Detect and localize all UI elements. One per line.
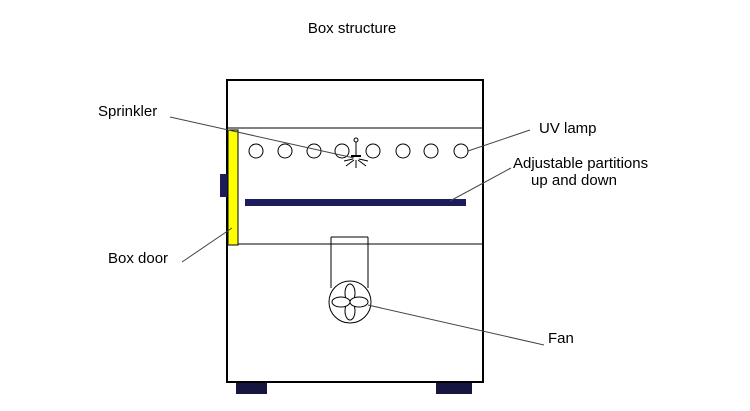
sprinkler-leader-line [169, 116, 355, 159]
fan-label: Fan [548, 330, 574, 347]
uv-lamp-leader-line [467, 129, 531, 152]
uv-lamp-2 [277, 143, 293, 159]
box-door-leader-line [181, 227, 233, 263]
left-foot [236, 381, 267, 394]
adjustable-partition [245, 199, 466, 206]
uv-lamp-3 [306, 143, 322, 159]
fan-housing [330, 236, 369, 288]
diagram-title: Box structure [308, 20, 396, 37]
uv-lamp-6 [395, 143, 411, 159]
sprinkler-label: Sprinkler [98, 103, 157, 120]
uv-lamp-1 [248, 143, 264, 159]
fan-icon [328, 280, 372, 324]
right-foot [436, 381, 472, 394]
uv-lamp-icon [248, 143, 469, 159]
uv-lamp-8 [453, 143, 469, 159]
partitions-label-line2: up and down [531, 172, 617, 189]
fan-leader-line [367, 304, 545, 346]
partitions-label-line1: Adjustable partitions [513, 155, 648, 172]
partition-leader-line [449, 167, 512, 202]
uv-lamp-5 [365, 143, 381, 159]
uv-lamp-4 [334, 143, 350, 159]
box-door [227, 129, 239, 246]
uv-lamp-label: UV lamp [539, 120, 597, 137]
sprinkler-icon [343, 137, 369, 168]
box-door-label: Box door [108, 250, 168, 267]
uv-lamp-7 [423, 143, 439, 159]
door-handle [220, 174, 228, 197]
box-body [226, 79, 484, 383]
